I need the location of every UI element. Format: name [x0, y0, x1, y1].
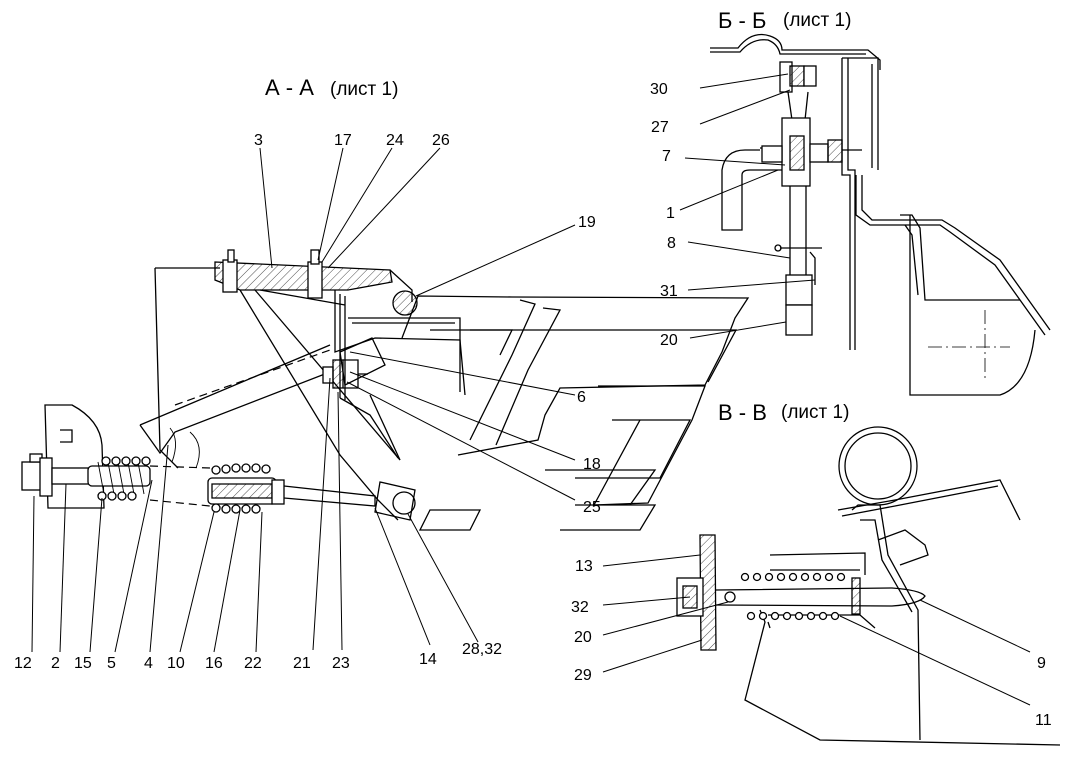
- callout-8: 8: [667, 235, 676, 252]
- spring-rod: [21, 404, 376, 514]
- callout-3: 3: [254, 132, 263, 149]
- callout-19: 19: [578, 214, 596, 231]
- callouts: 3 17 24 26 19 6 18 25 12 2 15 5 4 10 16 …: [14, 81, 1052, 729]
- view-title-aa: А - А: [265, 75, 314, 100]
- view-vv: [602, 426, 1061, 746]
- spring-coils-left: [97, 456, 151, 501]
- callout-24: 24: [386, 132, 404, 149]
- callout-5: 5: [107, 655, 116, 672]
- callout-20-vv: 20: [574, 629, 592, 646]
- callout-15: 15: [74, 655, 92, 672]
- callout-28-32: 28,32: [462, 641, 502, 658]
- spring-coils-right: [211, 463, 271, 514]
- callout-10: 10: [167, 655, 185, 672]
- callout-6: 6: [577, 389, 586, 406]
- fender-outline: [401, 295, 750, 531]
- callout-12: 12: [14, 655, 32, 672]
- callout-17: 17: [334, 132, 352, 149]
- view-sheet-vv: (лист 1): [781, 402, 849, 423]
- view-sheet-bb: (лист 1): [783, 10, 851, 31]
- callout-23: 23: [332, 655, 350, 672]
- callout-16: 16: [205, 655, 223, 672]
- callout-11: 11: [1035, 712, 1052, 729]
- spring-coils-vv: [740, 572, 846, 621]
- view-title-bb: Б - Б: [718, 8, 766, 33]
- callout-22: 22: [244, 655, 262, 672]
- housing: [139, 249, 466, 521]
- callout-21: 21: [293, 655, 311, 672]
- callout-32: 32: [571, 599, 589, 616]
- callout-4: 4: [144, 655, 153, 672]
- leaders-aa: [31, 147, 576, 653]
- callout-18: 18: [583, 456, 601, 473]
- callout-30: 30: [650, 81, 668, 98]
- callout-20-bb: 20: [660, 332, 678, 349]
- callout-9: 9: [1037, 655, 1046, 672]
- view-sheet-aa: (лист 1): [330, 79, 398, 100]
- callout-26: 26: [432, 132, 450, 149]
- callout-2: 2: [51, 655, 60, 672]
- view-aa: [21, 147, 750, 653]
- callout-31: 31: [660, 283, 678, 300]
- callout-7: 7: [662, 148, 671, 165]
- callout-14: 14: [419, 651, 437, 668]
- view-title-vv: В - В: [718, 400, 767, 425]
- callout-27: 27: [651, 119, 669, 136]
- callout-13: 13: [575, 558, 593, 575]
- callout-1: 1: [666, 205, 675, 222]
- view-bb: [679, 33, 1051, 396]
- callout-25: 25: [583, 499, 601, 516]
- callout-29: 29: [574, 667, 592, 684]
